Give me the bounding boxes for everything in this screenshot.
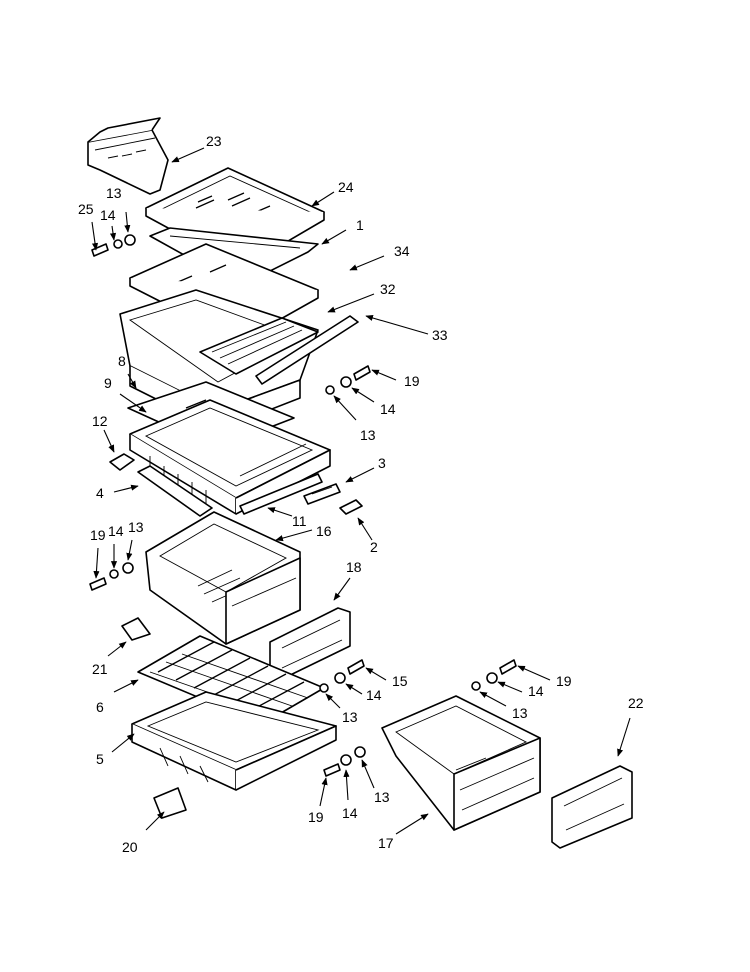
humidity-control <box>303 483 341 505</box>
callout-22: 22 <box>628 695 644 711</box>
callout-labels: 23 24 1 34 32 33 13 14 25 8 9 19 14 13 1… <box>78 133 644 855</box>
callout-13: 13 <box>342 709 358 725</box>
callout-32: 32 <box>380 281 396 297</box>
callout-14: 14 <box>380 401 396 417</box>
callout-13: 13 <box>128 519 144 535</box>
callout-16: 16 <box>316 523 332 539</box>
callout-12: 12 <box>92 413 108 429</box>
callout-13: 13 <box>374 789 390 805</box>
callout-13: 13 <box>106 185 122 201</box>
cover-rod <box>239 473 323 515</box>
cover-support-left <box>109 453 135 471</box>
hardware-set-upper-left <box>91 234 136 257</box>
callout-25: 25 <box>78 201 94 217</box>
callout-2: 2 <box>370 539 378 555</box>
door-bin <box>87 117 169 195</box>
callout-8: 8 <box>118 353 126 369</box>
callout-14: 14 <box>366 687 382 703</box>
leader-lines <box>91 147 631 835</box>
callout-33: 33 <box>432 327 448 343</box>
pan-support-frame <box>131 691 337 791</box>
deli-pan <box>145 511 301 645</box>
callout-19: 19 <box>90 527 106 543</box>
callout-4: 4 <box>96 485 104 501</box>
callout-20: 20 <box>122 839 138 855</box>
callout-14: 14 <box>528 683 544 699</box>
callout-14: 14 <box>342 805 358 821</box>
crisper-rod <box>255 315 359 385</box>
hardware-set-middle-right <box>319 659 365 693</box>
callout-18: 18 <box>346 559 362 575</box>
cover-support-rail <box>137 465 213 517</box>
callout-21: 21 <box>92 661 108 677</box>
callout-14: 14 <box>108 523 124 539</box>
hardware-set-middle-left <box>89 562 134 591</box>
callout-13: 13 <box>360 427 376 443</box>
callout-13: 13 <box>512 705 528 721</box>
callout-5: 5 <box>96 751 104 767</box>
callout-17: 17 <box>378 835 394 851</box>
hardware-set-upper-right <box>325 365 371 395</box>
hardware-set-lower <box>323 746 366 777</box>
callout-11: 11 <box>292 513 307 529</box>
callout-23: 23 <box>206 133 222 149</box>
callout-19: 19 <box>556 673 572 689</box>
control-slide <box>339 499 363 515</box>
callout-6: 6 <box>96 699 104 715</box>
callout-14: 14 <box>100 207 116 223</box>
callout-19: 19 <box>404 373 420 389</box>
callout-9: 9 <box>104 375 112 391</box>
vegetable-pan-cover <box>551 765 633 849</box>
callout-3: 3 <box>378 455 386 471</box>
callout-19: 19 <box>308 809 324 825</box>
callout-15: 15 <box>392 673 408 689</box>
callout-24: 24 <box>338 179 354 195</box>
callout-34: 34 <box>394 243 410 259</box>
callout-1: 1 <box>356 217 364 233</box>
crisper-cover-frame <box>129 399 331 515</box>
hardware-set-lower-right <box>471 659 517 691</box>
pan-clip <box>121 617 151 641</box>
vegetable-pan <box>381 695 541 831</box>
frame-clip <box>153 787 187 819</box>
